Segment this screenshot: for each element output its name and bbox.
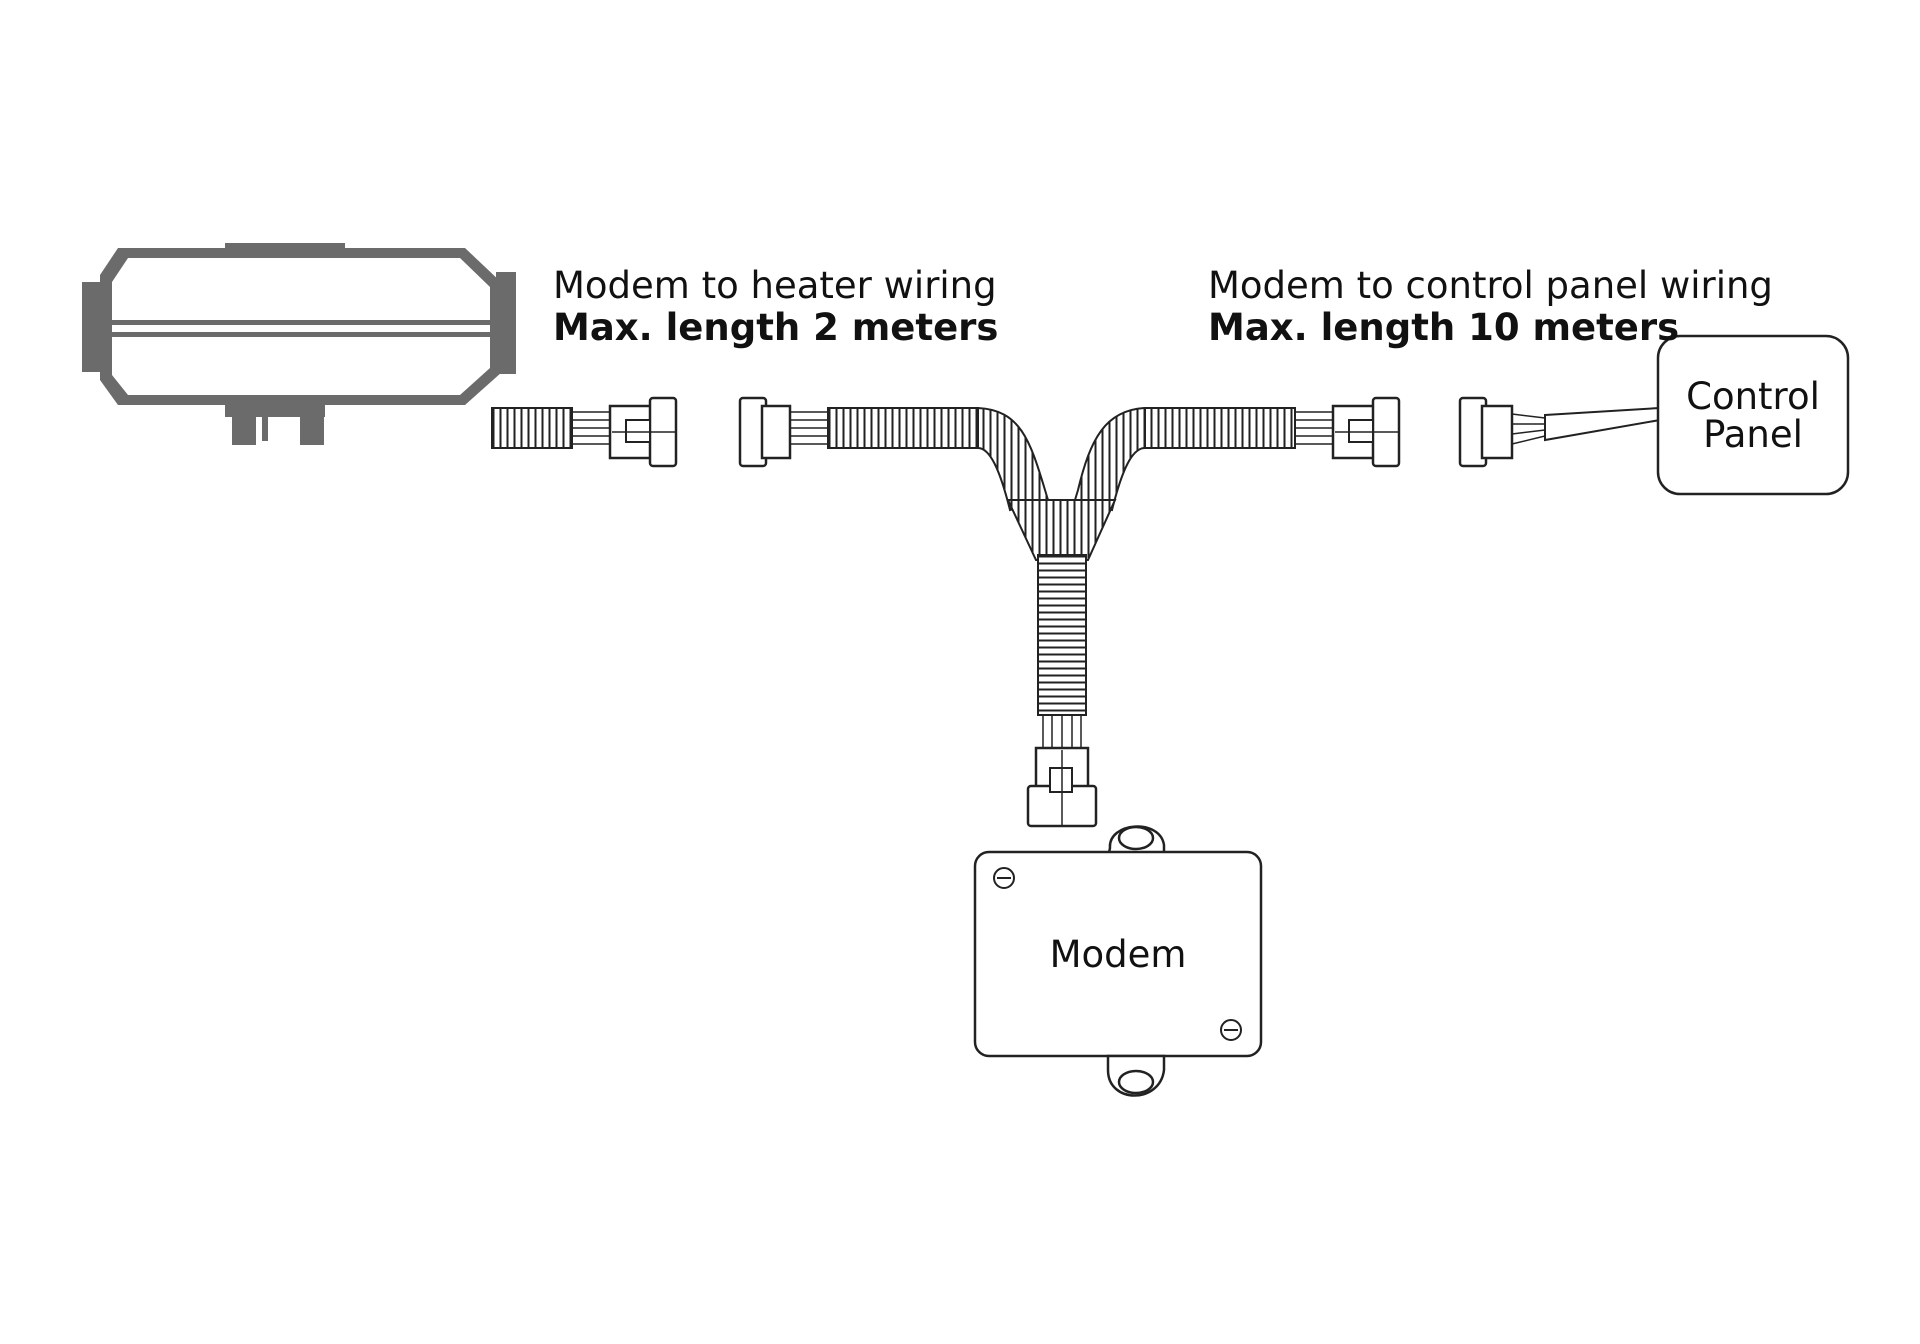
panel-wiring-length: Max. length 10 meters [1208, 306, 1680, 349]
heater-wiring-title: Modem to heater wiring [553, 264, 997, 307]
control-panel-label-line1: Control [1686, 375, 1820, 418]
control-panel-box [1656, 334, 1850, 496]
heater-wiring-length: Max. length 2 meters [553, 306, 999, 349]
heater-cable-connector [491, 396, 678, 468]
y-harness-icon [738, 396, 1401, 828]
control-panel-label-line2: Panel [1703, 413, 1803, 456]
modem-box [973, 825, 1263, 1097]
panel-wiring-title: Modem to control panel wiring [1208, 264, 1773, 307]
control-panel-connector [1458, 396, 1661, 468]
heater-icon [82, 243, 516, 445]
modem-label: Modem [1049, 933, 1187, 976]
control-panel-label: Control Panel [1658, 378, 1848, 454]
